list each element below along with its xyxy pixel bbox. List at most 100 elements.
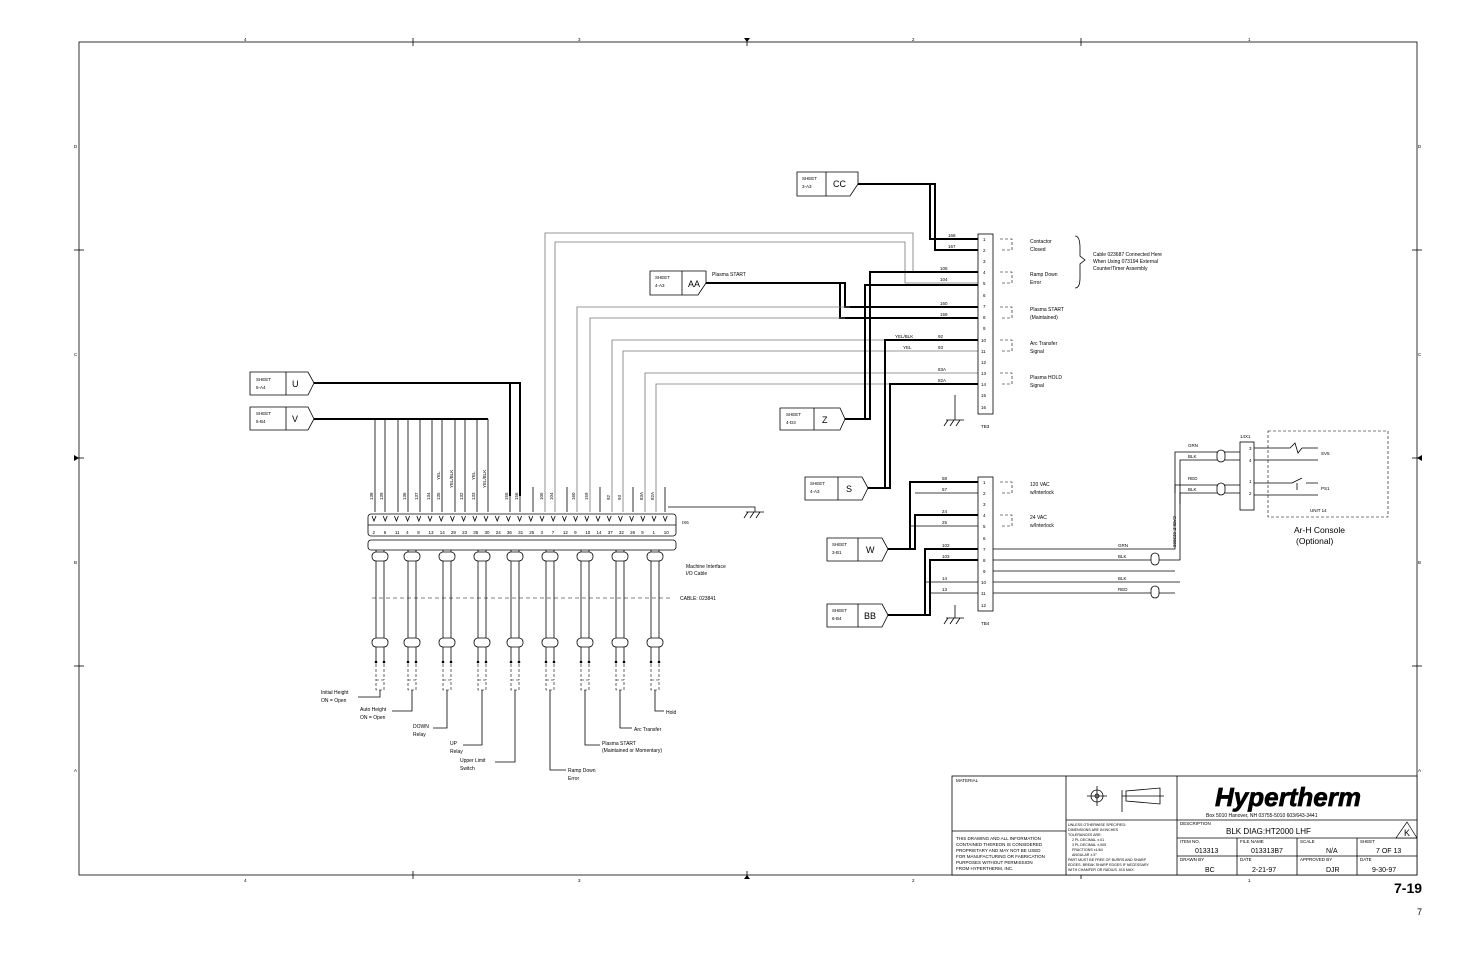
tolerance-l6: FRACTIONS ±1/64 bbox=[1072, 848, 1103, 852]
sheet-ref-bb-sheet: SHEET bbox=[832, 608, 847, 613]
ix6-pin: 23 bbox=[462, 530, 468, 535]
auto-height-l1: Auto Height bbox=[360, 707, 387, 713]
cable-shield-band bbox=[403, 637, 421, 648]
tolerance-l2: DIMENSIONS ARE IN INCHES bbox=[1068, 828, 1119, 832]
console-connector-14x1[interactable]: 14X1 3 4 1 2 bbox=[1239, 434, 1255, 511]
tb4-pin-numbers: 1 2 3 4 5 6 7 8 9 10 11 12 bbox=[981, 480, 987, 608]
plasma-hold-l1: Plasma HOLD bbox=[1030, 375, 1062, 381]
cable-terminal-dot bbox=[414, 660, 418, 664]
ix6-pin-arrow bbox=[416, 515, 422, 523]
cable-terminal-dot bbox=[441, 660, 445, 664]
arc-transfer-l2: Signal bbox=[1030, 349, 1044, 355]
cable-shield-band bbox=[473, 551, 491, 562]
tolerance-l4: 2 PL DECIMAL ±.01 bbox=[1072, 838, 1104, 842]
tb3-pin-16: 16 bbox=[981, 405, 987, 410]
terminal-block-tb3[interactable]: 1 2 3 4 5 6 7 8 9 10 11 12 13 14 15 16 T… bbox=[977, 233, 994, 429]
console-wire-blk-1: BLK bbox=[1188, 454, 1197, 459]
proprietary-l2: CONTAINED THEREON IS CONSIDERED bbox=[956, 842, 1043, 847]
ix6-pin: 36 bbox=[507, 530, 513, 535]
ix6-pin-arrow bbox=[517, 515, 522, 523]
tb3-label: TB3 bbox=[981, 424, 990, 429]
ix6-pin-arrow bbox=[550, 515, 556, 523]
sheet-ref-u[interactable]: SHEET 5-A4 U bbox=[249, 371, 315, 396]
ix6-pin: 10 bbox=[664, 530, 670, 535]
cable-shield-band bbox=[371, 637, 389, 648]
proprietary-l5: PURPOSES WITHOUT PERMISSION bbox=[956, 860, 1033, 865]
sheet-ref-s-ref: 4-A3 bbox=[810, 489, 820, 494]
plasma-start-l1: Plasma START bbox=[1030, 307, 1064, 313]
tb3-wire-160: 160 bbox=[940, 301, 948, 306]
sheet-ref-w-sheet: SHEET bbox=[832, 542, 847, 547]
zone-left-c: C bbox=[74, 352, 78, 357]
ix6-pin: 5 bbox=[641, 530, 644, 535]
company-logo: Hypertherm bbox=[1215, 782, 1361, 812]
sheet-ref-v[interactable]: SHEET 5-B4 V bbox=[249, 406, 315, 431]
sheet-ref-z-ref: 4-D3 bbox=[786, 420, 796, 425]
ix6-ground-icon bbox=[743, 511, 764, 519]
contactor-closed-l2: Closed bbox=[1030, 247, 1046, 253]
zone-top-1: 1 bbox=[1248, 37, 1251, 42]
sheet-ref-bb-signal: BB bbox=[864, 611, 876, 621]
tb3-pin-3: 3 bbox=[983, 259, 986, 264]
cable-shield-band bbox=[371, 551, 389, 562]
cable-shield-band bbox=[576, 551, 594, 562]
plasma-start-io-l1: Plasma START bbox=[602, 741, 636, 747]
tb4-wire-13: 13 bbox=[942, 587, 948, 592]
console-pin-4: 4 bbox=[1249, 458, 1252, 463]
sheet-ref-z-sheet: SHEET bbox=[786, 412, 801, 417]
console-wire-red: RED bbox=[1188, 476, 1198, 481]
sheet-ref-w-signal: W bbox=[866, 545, 875, 555]
plasma-start-io-l2: (Maintained or Momentary) bbox=[602, 748, 662, 754]
tb4-wire-14: 14 bbox=[942, 576, 948, 581]
ix6-pin-arrow bbox=[573, 515, 578, 523]
cable-terminal-dot bbox=[614, 660, 618, 664]
ix6-pin: 4 bbox=[406, 530, 409, 535]
ix6-pin-arrow bbox=[584, 515, 590, 523]
tb3-pin-10: 10 bbox=[981, 338, 987, 343]
cable-terminal-dot bbox=[552, 660, 556, 664]
cable-shield-band bbox=[611, 637, 629, 648]
tolerance-l1: UNLESS OTHERWISE SPECIFIED: bbox=[1068, 823, 1126, 827]
sheet-ref-bb[interactable]: SHEET 6-B4 BB bbox=[826, 603, 889, 628]
sheet-ref-z-signal: Z bbox=[822, 415, 828, 425]
cable-terminal-dot bbox=[484, 660, 488, 664]
console-connector-label: 14X1 bbox=[1240, 434, 1251, 439]
tb3-wire-93: 93 bbox=[938, 345, 944, 350]
tb3-pin-numbers: 1 2 3 4 5 6 7 8 9 10 11 12 13 14 15 16 bbox=[981, 237, 987, 410]
revision-triangle-icon bbox=[1395, 821, 1418, 839]
ix6-pin-arrow bbox=[483, 515, 489, 523]
ix6-pin-arrow bbox=[405, 515, 410, 523]
sheet-ref-z[interactable]: SHEET 4-D3 Z bbox=[779, 407, 846, 431]
file-name-label: FILE NAME bbox=[1240, 839, 1264, 844]
description-value: BLK DIAG:HT2000 LHF bbox=[1226, 827, 1311, 836]
cable-terminal-dot bbox=[544, 660, 548, 664]
sheet-ref-cc[interactable]: SHEET 3-A3 CC bbox=[796, 171, 859, 197]
ix6-pin: 12 bbox=[563, 530, 569, 535]
contact-switch-box bbox=[580, 679, 590, 691]
sheet-ref-u-sheet: SHEET bbox=[256, 377, 271, 382]
sheet-ref-aa-note: Plasma START bbox=[712, 272, 746, 278]
ix6-pin-arrow bbox=[618, 515, 623, 523]
cable-terminal-dot bbox=[649, 660, 653, 664]
sheet-ref-aa-ref: 4-A3 bbox=[655, 283, 665, 288]
console-wire-blk-2: BLK bbox=[1188, 487, 1197, 492]
down-relay-l2: Relay bbox=[413, 732, 426, 738]
tb3-wire-104: 104 bbox=[940, 277, 948, 282]
hold-io: Hold bbox=[666, 710, 677, 716]
contact-switch-box bbox=[545, 679, 555, 691]
sheet-ref-w[interactable]: SHEET 3-B1 W bbox=[826, 537, 889, 562]
ramp-down-l2: Error bbox=[1030, 280, 1041, 286]
tb3-pin-4: 4 bbox=[983, 270, 986, 275]
console-sv5: SV5 bbox=[1321, 451, 1330, 456]
sheet-ref-s[interactable]: SHEET 4-A3 S bbox=[804, 476, 869, 501]
tb3-wire-92: 92 bbox=[938, 334, 944, 339]
zone-bottom-2: 2 bbox=[912, 878, 915, 883]
sheet-ref-aa[interactable]: SHEET 4-A3 AA Plasma START bbox=[649, 270, 746, 296]
item-no-value: 013313 bbox=[1195, 848, 1218, 855]
console-unit-14[interactable]: SV5 PS1 UNIT 14 bbox=[1254, 430, 1389, 518]
auto-height-l2: ON = Open bbox=[360, 715, 386, 721]
terminal-block-tb4[interactable]: 1 2 3 4 5 6 7 8 9 10 11 12 TB4 bbox=[977, 476, 994, 626]
proprietary-l4: FOR MANUFACTURING OR FABRICATION bbox=[956, 854, 1045, 859]
ix6-pin: 7 bbox=[552, 530, 555, 535]
